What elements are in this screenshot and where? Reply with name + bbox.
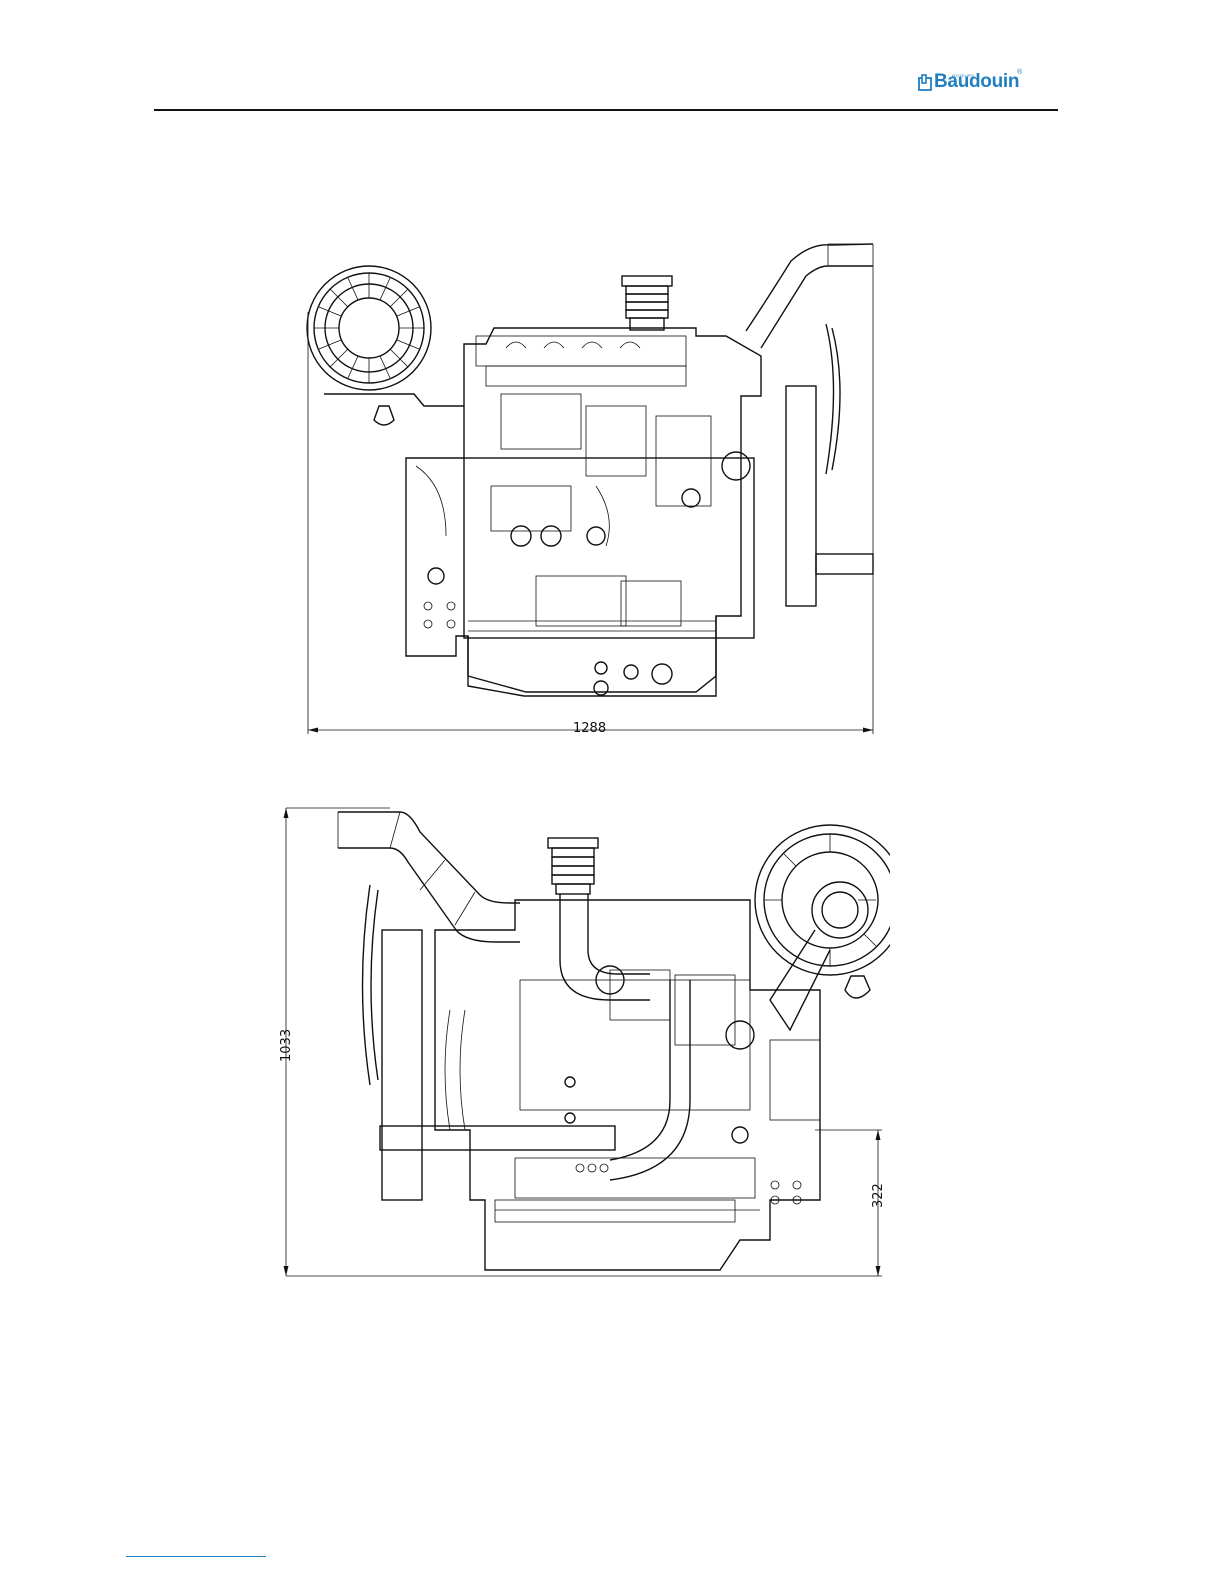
header-divider xyxy=(154,109,1058,111)
baudouin-logo-icon xyxy=(918,74,933,91)
dimension-width-label: 1288 xyxy=(573,721,606,736)
engine-drawing-side-view: 1288 xyxy=(296,236,886,742)
engine-drawing-opposite-view: 1033 322 xyxy=(270,800,890,1280)
footer-divider xyxy=(126,1556,266,1557)
dimension-height-label: 1033 xyxy=(279,1029,294,1062)
registered-mark: ® xyxy=(1017,69,1022,76)
dimension-height-small-label: 322 xyxy=(871,1183,886,1208)
brand-name: Baudouin xyxy=(934,71,1019,93)
brand-logo: MOTEURS Baudouin ® xyxy=(918,72,1026,98)
